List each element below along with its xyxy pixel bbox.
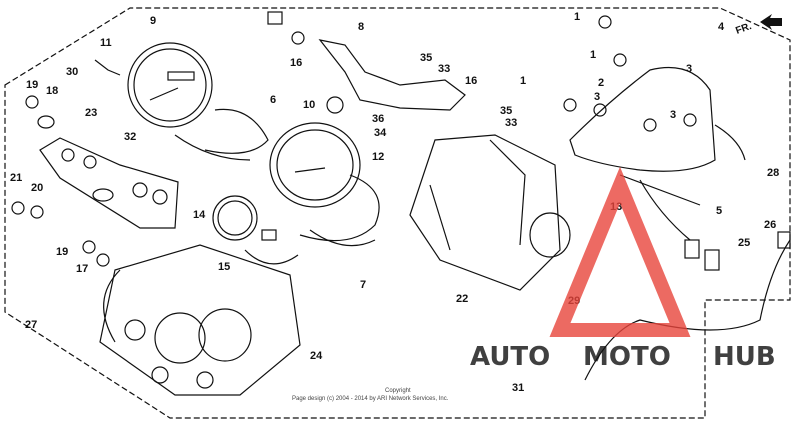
callout-18: 18 (46, 85, 58, 97)
callout-17: 17 (76, 263, 88, 275)
callout-6: 6 (270, 94, 276, 106)
callout-12: 12 (372, 151, 384, 163)
callout-1: 1 (590, 49, 596, 61)
front-arrow-icon (760, 14, 782, 30)
callout-22: 22 (456, 293, 468, 305)
callout-30: 30 (66, 66, 78, 78)
watermark-hub: HUB (713, 342, 776, 372)
callout-28: 28 (767, 167, 779, 179)
callout-20: 20 (31, 182, 43, 194)
speedometer-gauge (269, 122, 380, 247)
front-direction-label: FR. (734, 21, 753, 37)
callout-35: 35 (500, 105, 512, 117)
callout-31: 31 (512, 382, 524, 394)
callout-3: 3 (670, 109, 676, 121)
callout-32: 32 (124, 131, 136, 143)
watermark-auto: AUTO (470, 342, 550, 372)
lower-panel-plate (99, 244, 301, 396)
callout-5: 5 (716, 205, 722, 217)
meter-cable (584, 231, 791, 381)
callout-19: 19 (56, 246, 68, 258)
callout-10: 10 (303, 99, 315, 111)
callout-24: 24 (310, 350, 323, 362)
callout-33: 33 (505, 117, 517, 129)
callout-3: 3 (594, 91, 600, 103)
meter-case (409, 134, 571, 291)
copyright-text: Page design (c) 2004 - 2014 by ARI Netwo… (292, 396, 449, 402)
callout-19: 19 (26, 79, 38, 91)
callout-1: 1 (520, 75, 526, 87)
callout-33: 33 (438, 63, 450, 75)
callout-16: 16 (465, 75, 477, 87)
callout-34: 34 (374, 127, 387, 139)
callout-9: 9 (150, 15, 156, 27)
callout-2: 2 (598, 77, 604, 89)
callout-14: 14 (193, 209, 206, 221)
callout-11: 11 (100, 37, 112, 49)
watermark-triangle-icon (549, 166, 691, 337)
callout-labels: 1 1 1 2 3 3 3 4 5 6 7 8 9 10 11 12 13 14… (10, 11, 779, 394)
watermark: AUTO MOTO HUB (470, 166, 776, 372)
callout-25: 25 (738, 237, 750, 249)
callout-27: 27 (25, 319, 37, 331)
meter-panel (39, 137, 179, 229)
small-indicator-gauge (212, 195, 299, 265)
callout-26: 26 (764, 219, 776, 231)
callout-15: 15 (218, 261, 230, 273)
mounting-bracket (318, 39, 466, 111)
callout-35: 35 (420, 52, 432, 64)
indicator-harness (563, 15, 746, 172)
callout-36: 36 (372, 113, 384, 125)
callout-1: 1 (574, 11, 580, 23)
callout-4: 4 (718, 21, 725, 33)
callout-16: 16 (290, 57, 302, 69)
copyright-heading: Copyright (385, 388, 411, 394)
watermark-moto: MOTO (583, 342, 671, 372)
fasteners (11, 11, 344, 267)
callout-23: 23 (85, 107, 97, 119)
wiring-connector (619, 174, 720, 271)
callout-3: 3 (686, 63, 692, 75)
callout-21: 21 (10, 172, 22, 184)
tachometer-gauge (127, 42, 269, 161)
callout-8: 8 (358, 21, 364, 33)
callout-7: 7 (360, 279, 366, 291)
diagram-border (4, 7, 791, 419)
